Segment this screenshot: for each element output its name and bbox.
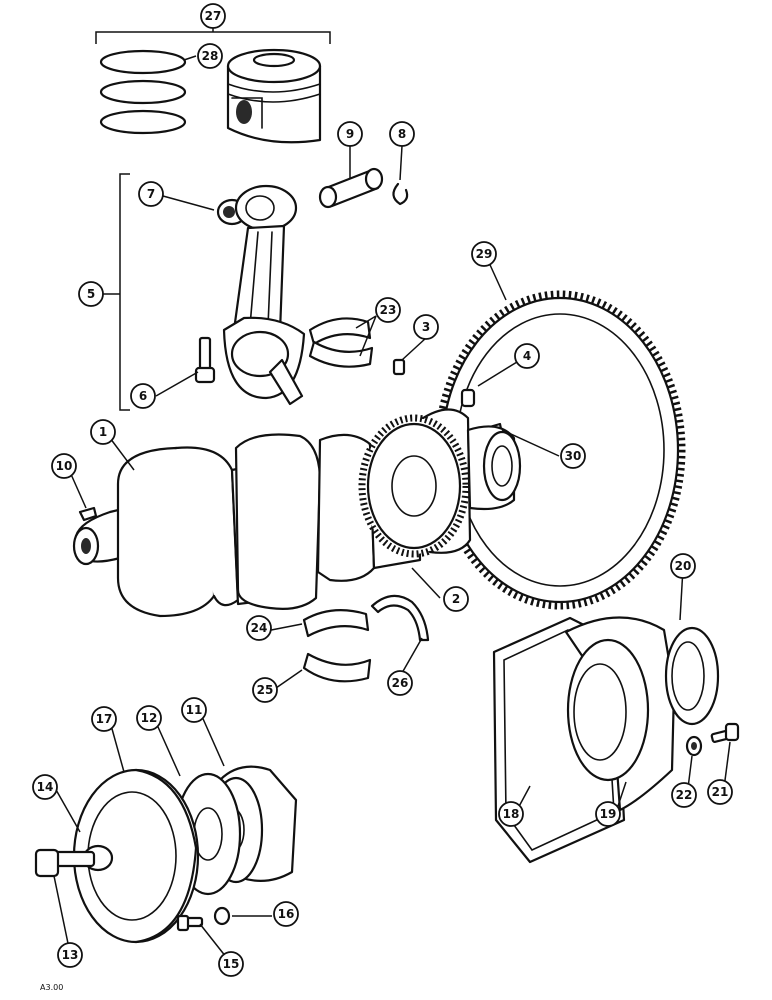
callout-24-label: 24 (251, 621, 268, 635)
callout-7-label: 7 (147, 187, 155, 201)
conrod-bearing-shells (308, 317, 374, 368)
dowel-small (392, 358, 406, 376)
gudgeon-pin (318, 167, 384, 209)
callout-10-label: 10 (56, 459, 73, 473)
woodruff-key (78, 506, 98, 522)
callout-5: 5 (78, 281, 104, 307)
callout-25: 25 (252, 677, 278, 703)
callout-14-label: 14 (37, 780, 54, 794)
callout-19: 19 (595, 801, 621, 827)
connecting-rod (222, 184, 306, 406)
callout-17: 17 (91, 706, 117, 732)
callout-20-label: 20 (675, 559, 692, 573)
callout-11: 11 (181, 697, 207, 723)
callout-28-label: 28 (202, 49, 219, 63)
callout-8-label: 8 (398, 127, 406, 141)
callout-24: 24 (246, 615, 272, 641)
callout-4-label: 4 (523, 349, 531, 363)
callout-13: 13 (57, 942, 83, 968)
callout-20: 20 (670, 553, 696, 579)
callout-12: 12 (136, 705, 162, 731)
callout-9: 9 (337, 121, 363, 147)
callout-26-label: 26 (392, 676, 409, 690)
callout-15-label: 15 (223, 957, 240, 971)
callout-19-label: 19 (600, 807, 617, 821)
callout-4: 4 (514, 343, 540, 369)
callout-22: 22 (671, 782, 697, 808)
callout-6: 6 (130, 383, 156, 409)
callout-3: 3 (413, 314, 439, 340)
crank-pulley (72, 768, 200, 944)
washer (685, 735, 703, 757)
thrust-washer (370, 594, 430, 642)
callout-22-label: 22 (676, 788, 693, 802)
small-bolt (176, 914, 204, 932)
callout-29: 29 (471, 241, 497, 267)
callout-3-label: 3 (422, 320, 430, 334)
callout-10: 10 (51, 453, 77, 479)
callout-18-label: 18 (503, 807, 520, 821)
callout-1: 1 (90, 419, 116, 445)
rear-seal-housing (564, 616, 676, 812)
main-bearing-lower (302, 652, 372, 683)
callout-5-label: 5 (87, 287, 95, 301)
callout-18: 18 (498, 801, 524, 827)
callout-30: 30 (560, 443, 586, 469)
callout-16: 16 (273, 901, 299, 927)
piston-group-bracket (95, 28, 331, 44)
housing-bolt (710, 722, 740, 743)
small-washer (213, 906, 231, 926)
callout-21: 21 (707, 779, 733, 805)
main-bearing-upper (302, 609, 370, 638)
rod-bolt (194, 336, 216, 384)
callout-2: 2 (443, 586, 469, 612)
callout-27-label: 27 (205, 9, 222, 23)
pulley-bolt (34, 848, 96, 878)
callout-11-label: 11 (186, 703, 203, 717)
timing-gear (358, 414, 470, 558)
callout-23-label: 23 (380, 303, 397, 317)
callout-28: 28 (197, 43, 223, 69)
figure-code: A3.00 (40, 983, 63, 992)
set-screw (460, 388, 476, 408)
piston (226, 48, 322, 144)
callout-25-label: 25 (257, 683, 274, 697)
callout-12-label: 12 (141, 711, 158, 725)
callout-7: 7 (138, 181, 164, 207)
circlip (392, 182, 409, 206)
callout-27: 27 (200, 3, 226, 29)
callout-2-label: 2 (452, 592, 460, 606)
callout-8: 8 (389, 121, 415, 147)
callout-26: 26 (387, 670, 413, 696)
callout-14: 14 (32, 774, 58, 800)
callout-29-label: 29 (476, 247, 493, 261)
callout-30-label: 30 (565, 449, 582, 463)
rear-oil-seal (664, 626, 720, 726)
callout-13-label: 13 (62, 948, 79, 962)
callout-9-label: 9 (346, 127, 354, 141)
conrod-bracket (119, 173, 130, 411)
callout-17-label: 17 (96, 712, 113, 726)
callout-23: 23 (375, 297, 401, 323)
callout-1-label: 1 (99, 425, 107, 439)
callout-16-label: 16 (278, 907, 295, 921)
callout-21-label: 21 (712, 785, 729, 799)
callout-6-label: 6 (139, 389, 147, 403)
piston-rings (99, 49, 187, 135)
callout-15: 15 (218, 951, 244, 977)
